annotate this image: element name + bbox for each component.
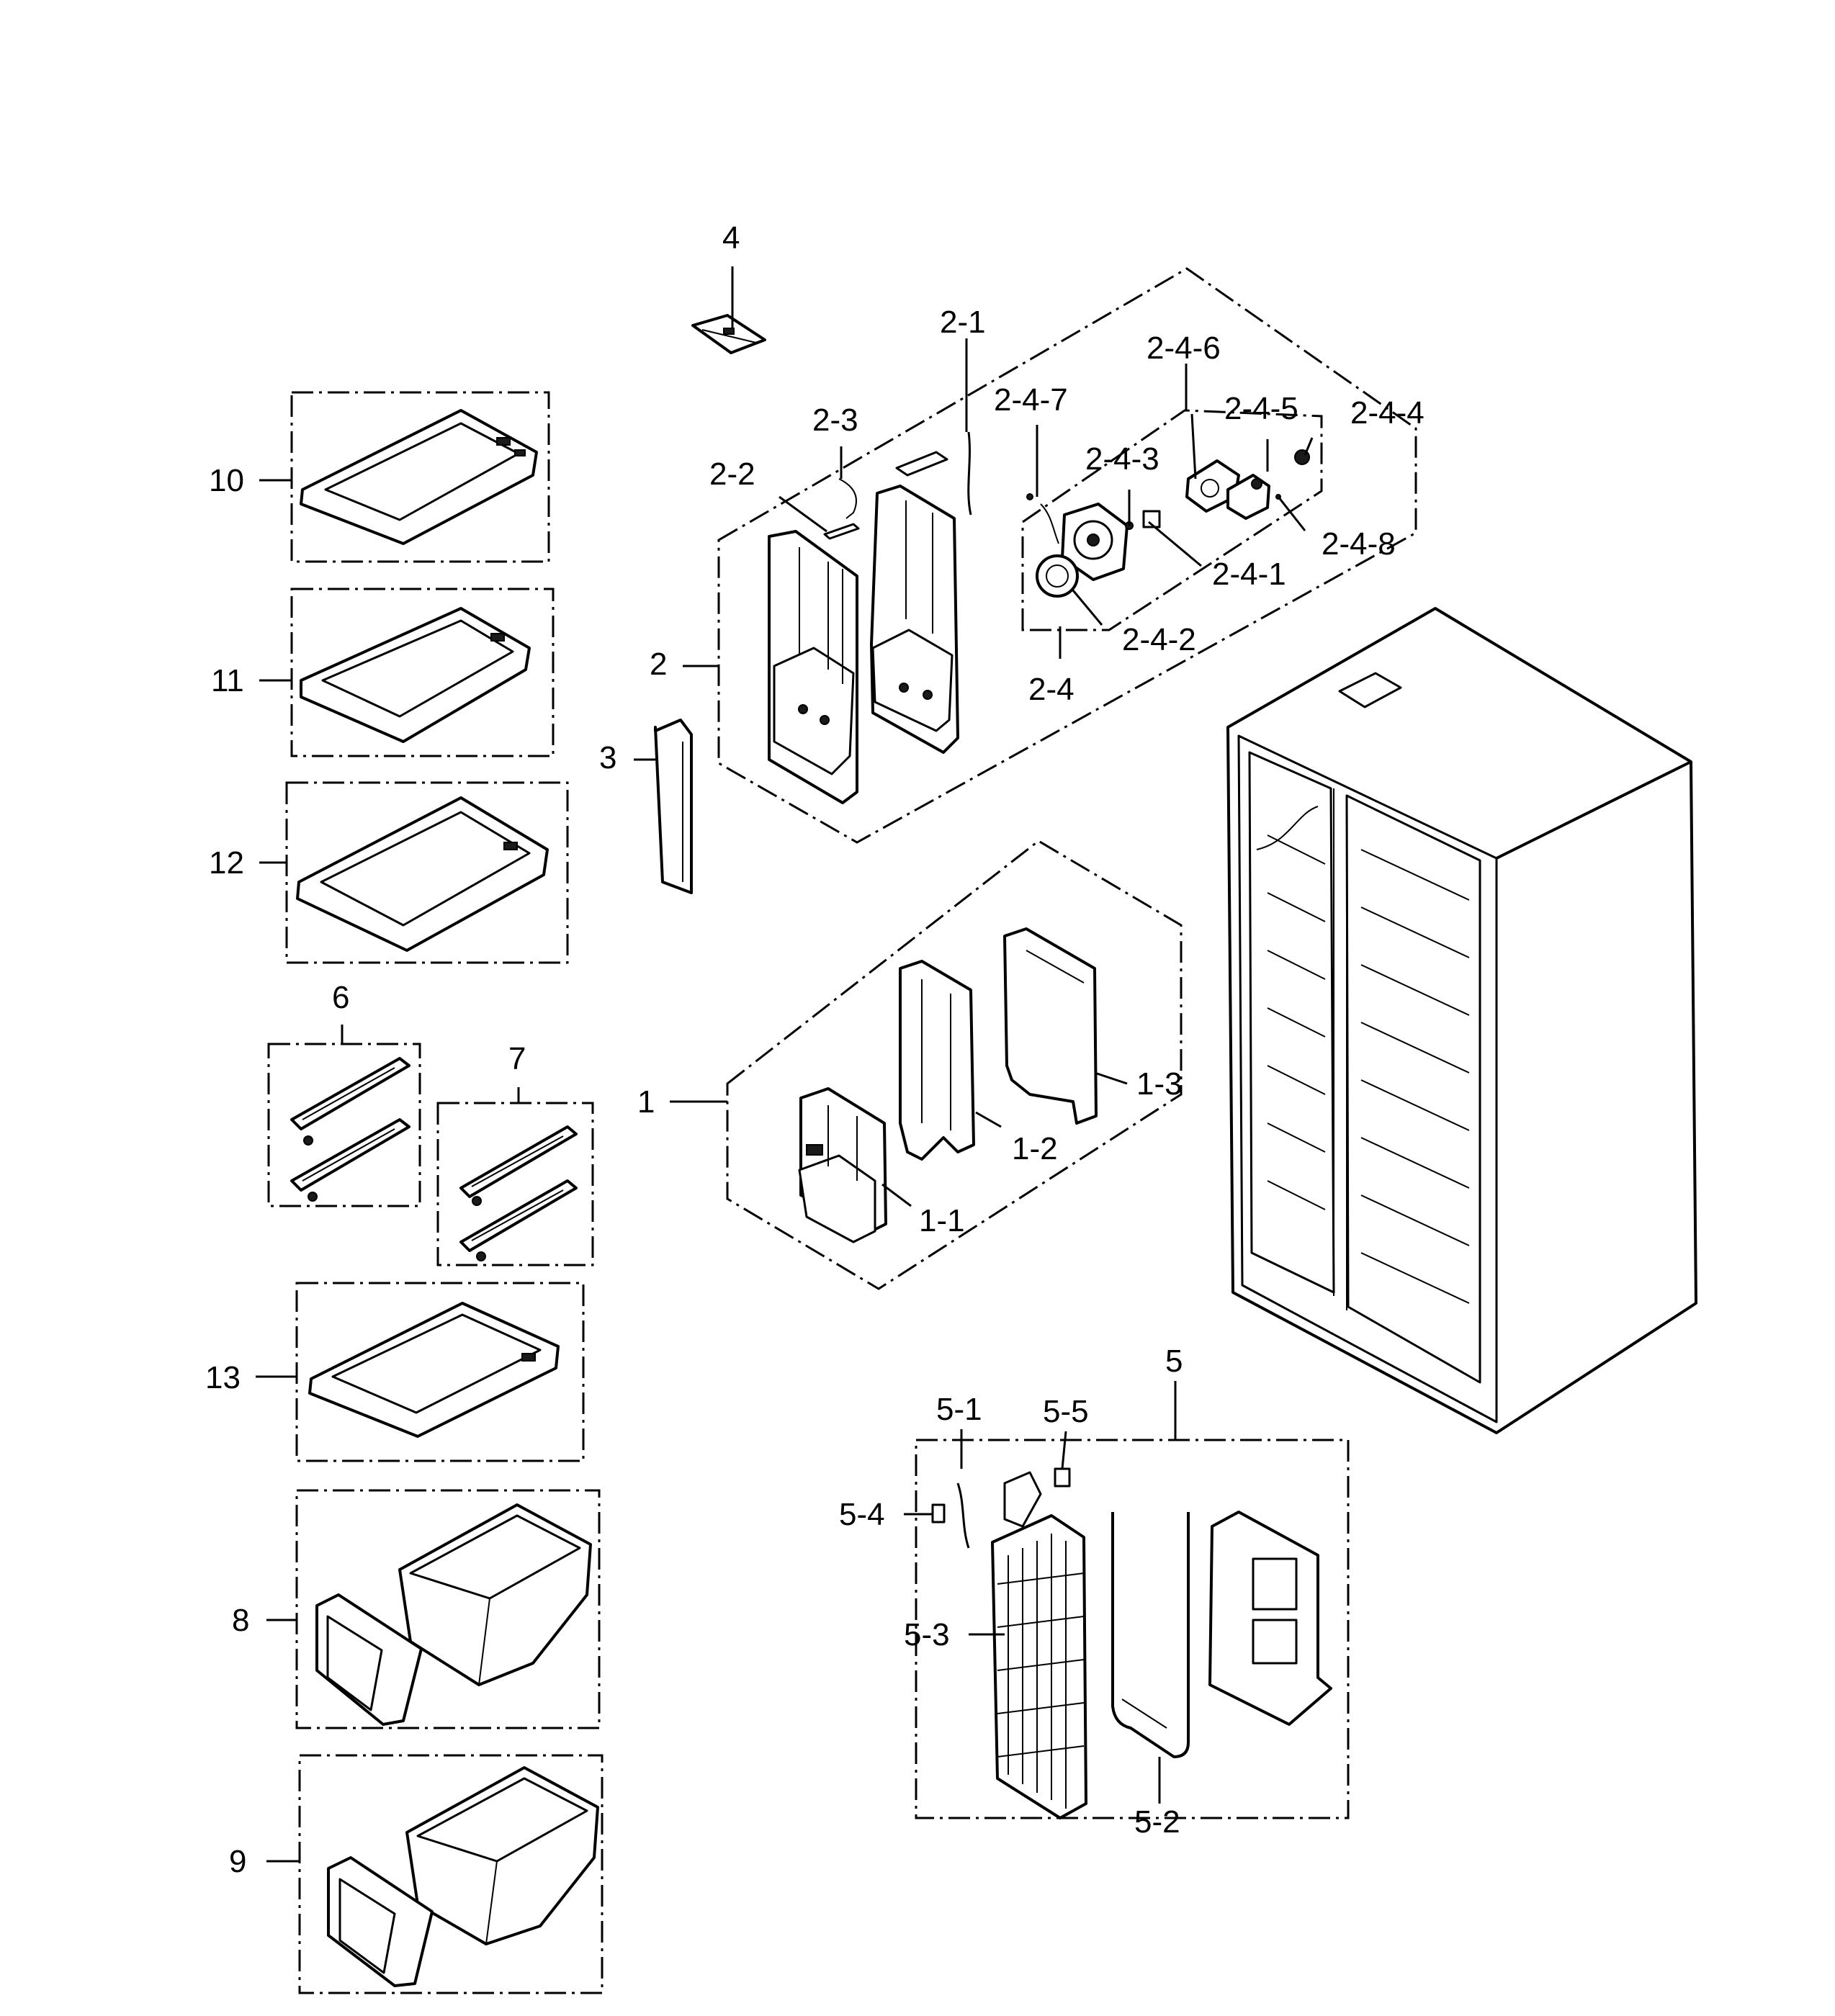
callout-1-1: 1-1 — [919, 1203, 965, 1238]
part-12-shelf — [296, 796, 549, 952]
box-13 — [295, 1282, 585, 1462]
box-1 — [726, 840, 1183, 1290]
box-11 — [290, 588, 555, 757]
callout-5-5: 5-5 — [1043, 1394, 1089, 1429]
callout-5-4: 5-4 — [839, 1497, 885, 1532]
leader-lines — [256, 266, 1314, 1863]
callout-1: 1 — [637, 1084, 655, 1120]
callout-2-1: 2-1 — [940, 305, 986, 340]
group-boxes — [267, 267, 1417, 1994]
callout-9: 9 — [229, 1844, 246, 1879]
part-6-rails — [290, 1057, 410, 1202]
box-12 — [285, 781, 569, 964]
callout-8: 8 — [232, 1603, 249, 1638]
callout-2-4-3: 2-4-3 — [1085, 441, 1159, 477]
callout-2-4-4: 2-4-4 — [1350, 395, 1425, 431]
callout-2: 2 — [650, 647, 667, 682]
callout-13: 13 — [205, 1360, 241, 1395]
part-1-assembly — [798, 927, 1098, 1243]
callout-2-4-2: 2-4-2 — [1122, 622, 1196, 657]
part-8-drawer — [315, 1503, 592, 1726]
part-11-shelf — [300, 607, 531, 743]
callout-7: 7 — [508, 1041, 526, 1076]
callout-2-4-5: 2-4-5 — [1224, 391, 1298, 426]
box-6 — [267, 1043, 421, 1207]
callout-2-4-7: 2-4-7 — [994, 382, 1068, 418]
callout-5-3: 5-3 — [904, 1617, 950, 1652]
parts-artwork — [290, 314, 1697, 1987]
part-10-shelf — [300, 409, 538, 545]
part-7-rails — [459, 1125, 578, 1261]
callout-1-3: 1-3 — [1136, 1066, 1183, 1102]
callout-1-2: 1-2 — [1012, 1131, 1058, 1166]
part-2-assembly — [768, 431, 972, 804]
callout-2-2: 2-2 — [709, 456, 755, 492]
callout-2-4-8: 2-4-8 — [1322, 526, 1396, 562]
callout-6: 6 — [332, 980, 349, 1015]
box-5 — [915, 1439, 1350, 1819]
callout-5-1: 5-1 — [936, 1392, 982, 1427]
box-2 — [717, 267, 1417, 844]
box-7 — [436, 1102, 594, 1266]
box-10 — [290, 391, 550, 563]
part-13-shelf — [308, 1302, 560, 1438]
part-4-bracket — [691, 314, 766, 354]
part-9-drawer — [327, 1766, 599, 1987]
part-3-strip — [654, 719, 693, 894]
callout-4: 4 — [722, 220, 740, 256]
callout-labels: 4 2-1 2-3 2-2 2 3 2-4-6 2-4-7 2-4-5 2-4-… — [205, 220, 1425, 1879]
part-5-assembly — [931, 1467, 1332, 1819]
callout-5-2: 5-2 — [1134, 1804, 1180, 1840]
refrigerator-cabinet — [1226, 607, 1697, 1434]
callout-11: 11 — [211, 663, 244, 698]
callout-3: 3 — [599, 740, 616, 775]
callout-2-3: 2-3 — [812, 402, 858, 438]
callout-2-4-1: 2-4-1 — [1212, 557, 1286, 592]
callout-2-4-6: 2-4-6 — [1147, 330, 1221, 366]
box-8 — [295, 1489, 601, 1729]
callout-2-4: 2-4 — [1028, 672, 1074, 707]
part-2-4-fan-assembly — [1026, 449, 1310, 598]
box-9 — [298, 1754, 604, 1994]
callout-10: 10 — [209, 463, 244, 498]
callout-5: 5 — [1165, 1344, 1183, 1379]
box-2-4 — [1021, 409, 1323, 631]
callout-12: 12 — [209, 845, 244, 881]
